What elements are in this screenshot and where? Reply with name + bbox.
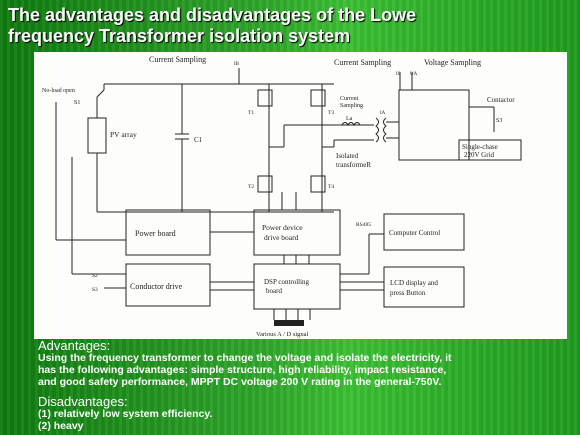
label-la: La	[346, 116, 353, 122]
title-line-1: The advantages and disadvantages of the …	[8, 5, 417, 25]
computer-control-box	[383, 213, 465, 251]
lcd-display-box	[383, 266, 465, 308]
grid-side-box	[398, 89, 470, 161]
label-s2: S2	[92, 273, 98, 279]
label-contactor: Contactor	[487, 96, 515, 104]
label-various-ad: Various A / D signal	[256, 331, 309, 338]
label-t4: T4	[328, 184, 334, 190]
advantages-line-3: and good safety performance, MPPT DC vol…	[38, 376, 442, 388]
label-pv-array: PV array	[110, 130, 137, 139]
igbt-t4	[310, 175, 326, 193]
label-ib: IB	[234, 62, 240, 67]
disadvantages-item-1: (1) relatively low system efficiency.	[38, 408, 213, 420]
slide-title: The advantages and disadvantages of the …	[8, 5, 574, 47]
label-current-inner-2: Sampling	[340, 103, 363, 109]
label-power-board: Power board	[135, 229, 176, 238]
label-ua: UA	[410, 72, 418, 77]
label-lcd-1: LCD display and	[390, 279, 438, 287]
label-isolated-2: transformeR	[336, 161, 371, 169]
label-dsp-2: board	[266, 287, 282, 295]
circuit-diagram-svg: Current Sampling Current Sampling Voltag…	[42, 55, 522, 338]
grid-box	[458, 139, 522, 161]
label-power-device-1: Power device	[262, 223, 303, 232]
igbt-t1	[257, 89, 273, 107]
advantages-line-1: Using the frequency transformer to chang…	[38, 352, 452, 364]
label-rs485: RS485	[356, 222, 371, 228]
label-current-sampling-top: Current Sampling	[149, 55, 206, 64]
label-grid-1: Single-chase	[462, 143, 498, 151]
label-voltage-sampling: Voltage Sampling	[424, 58, 481, 67]
conductor-drive-box	[125, 263, 211, 307]
label-lcd-2: press Button	[390, 289, 426, 297]
label-t2: T2	[248, 184, 254, 190]
label-s1: S1	[74, 100, 80, 106]
ad-signal-block	[274, 320, 304, 326]
label-dsp-1: DSP controlling	[264, 278, 310, 286]
label-ia: IA	[380, 111, 386, 116]
advantages-line-2: has the following advantages: simple str…	[38, 364, 447, 376]
label-power-device-2: drive board	[264, 233, 299, 242]
dsp-controlling-board-box	[253, 263, 341, 310]
igbt-t2	[257, 175, 273, 193]
igbt-t3	[310, 89, 326, 107]
label-computer-control: Computer Control	[389, 229, 440, 237]
circuit-diagram: Current Sampling Current Sampling Voltag…	[34, 52, 567, 339]
label-current-inner-1: Current	[340, 96, 359, 102]
label-conductor-drive: Conductor drive	[130, 282, 183, 291]
label-grid-2: 220V Grid	[464, 151, 495, 159]
disadvantages-item-2: (2) heavy	[38, 420, 84, 432]
label-s3: S3	[496, 118, 502, 124]
title-line-2: frequency Transformer isolation system	[8, 26, 351, 46]
label-t3: T3	[328, 110, 334, 116]
label-is: IS	[396, 72, 401, 77]
label-s3b: S3	[92, 287, 98, 293]
label-isolated-1: Isolated	[336, 152, 359, 160]
disadvantages-heading: Disadvantages:	[38, 394, 128, 409]
label-t1: T1	[248, 110, 254, 116]
label-c1: C1	[194, 136, 203, 144]
label-current-sampling-right: Current Sampling	[334, 58, 391, 67]
label-no-load-open: No-load open	[42, 88, 75, 94]
advantages-heading: Advantages:	[38, 338, 111, 353]
pv-array-box	[87, 117, 107, 154]
